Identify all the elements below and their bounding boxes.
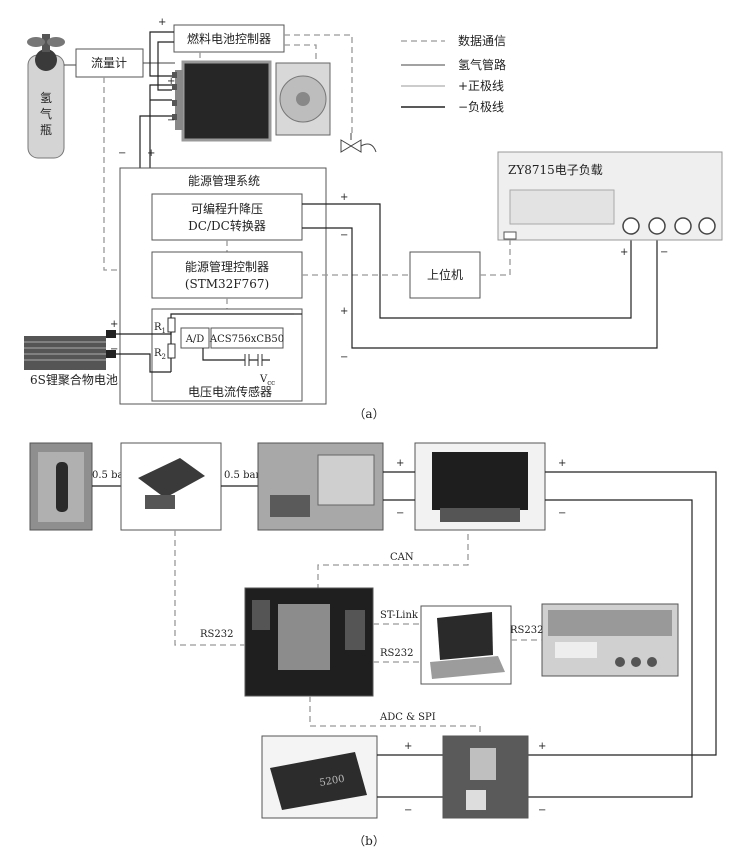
ad-box (180, 327, 210, 349)
photo-electronic-load (541, 603, 679, 677)
bat-sensor-plus: + (404, 741, 412, 752)
photo-cylinder-cabinet (29, 442, 93, 531)
sensor-box (151, 308, 303, 402)
sensor-out-plus: + (538, 741, 546, 752)
bar1-label: 0.5 bar (92, 470, 128, 481)
r2-label: R2 (154, 348, 166, 361)
cylinder-char-1: 氢 (40, 90, 52, 105)
photo-sensor-module (442, 735, 529, 819)
eload-label: ZY8715电子负载 (508, 163, 603, 177)
fc-minus-left: − (118, 148, 126, 159)
eload-plus: + (620, 247, 628, 258)
stlink-label: ST-Link (380, 610, 419, 621)
part-b: 0.5 bar 0.5 bar + − + − CAN (29, 442, 717, 848)
fuel-cell-stack (172, 60, 272, 142)
sensor-label: 电压电流传感器 (188, 384, 272, 399)
ems-ctrl-line2: (STM32F767) (185, 277, 269, 291)
photo-dcdc-converter (414, 442, 546, 531)
fc-dcdc-minus: − (396, 508, 404, 519)
photo-controller-board (244, 587, 374, 697)
adc-spi-label: ADC & SPI (379, 712, 436, 723)
bat-minus: − (110, 344, 118, 355)
bar2-label: 0.5 bar (224, 470, 260, 481)
part-a: 氢 气 瓶 流量计 燃料电池控制器 (24, 17, 723, 421)
battery-print: 5200 (319, 774, 346, 789)
fc-plus-mid: + (167, 76, 175, 87)
host-box (409, 251, 481, 299)
sensor-minus: − (340, 352, 348, 363)
fc-plus-top: + (158, 17, 166, 28)
fc-controller-box (173, 24, 285, 53)
legend-positive: +正极线 (458, 79, 504, 93)
dcdc-plus: + (340, 192, 348, 203)
dcdc-line1: 可编程升降压 (191, 201, 263, 216)
fc-minus-mid: − (167, 115, 175, 126)
lipo-battery (24, 330, 116, 370)
vcc-label: Vcc (259, 374, 275, 387)
legend-data-comm: 数据通信 (458, 33, 506, 48)
flowmeter-label: 流量计 (91, 56, 127, 70)
legend: 数据通信 氢气管路 +正极线 −负极线 (401, 33, 506, 114)
legend-hydrogen: 氢气管路 (458, 57, 506, 72)
dcdc-box (151, 193, 303, 241)
rs232-left-label: RS232 (200, 629, 233, 640)
acs-label: ACS756xCB50 (209, 334, 284, 345)
flowmeter-box (75, 48, 144, 78)
photo-lipo-battery: 5200 (261, 735, 378, 819)
cooling-fan (275, 62, 331, 136)
dcdc-minus: − (340, 230, 348, 241)
ems-ctrl-line1: 能源管理控制器 (185, 259, 269, 274)
legend-negative: −负极线 (458, 100, 504, 114)
cylinder-char-2: 气 (40, 106, 52, 121)
caption-b: （b） (353, 834, 385, 848)
acs-box (210, 327, 284, 349)
bat-sensor-minus: − (404, 805, 412, 816)
photo-flowmeter (120, 442, 222, 531)
r1-label: R1 (154, 322, 166, 335)
bat-plus: + (110, 319, 118, 330)
sensor-plus: + (340, 306, 348, 317)
ems-controller-box (151, 251, 303, 299)
electronic-load (497, 151, 723, 241)
battery-label: 6S锂聚合物电池 (30, 372, 118, 387)
dcdc-line2: DC/DC转换器 (188, 218, 266, 233)
sensor-out-minus: − (538, 805, 546, 816)
cylinder-char-3: 瓶 (40, 123, 52, 137)
ad-label: A/D (185, 334, 205, 345)
photo-fuel-cell (257, 442, 384, 531)
fc-dcdc-plus: + (396, 458, 404, 469)
can-label: CAN (390, 552, 414, 563)
host-label: 上位机 (427, 267, 463, 282)
caption-a: （a） (353, 407, 384, 421)
purge-valve-icon (340, 133, 377, 153)
rs232-right-label: RS232 (510, 625, 543, 636)
rs232-mid-label: RS232 (380, 648, 413, 659)
photo-laptop (420, 605, 512, 685)
hydrogen-cylinder: 氢 气 瓶 (27, 34, 65, 159)
ems-label: 能源管理系统 (188, 173, 260, 188)
dcdc-out-minus: − (558, 508, 566, 519)
fc-controller-label: 燃料电池控制器 (187, 31, 271, 46)
dcdc-out-plus: + (558, 458, 566, 469)
fc-plus-left: + (147, 148, 155, 159)
eload-minus: − (660, 247, 668, 258)
